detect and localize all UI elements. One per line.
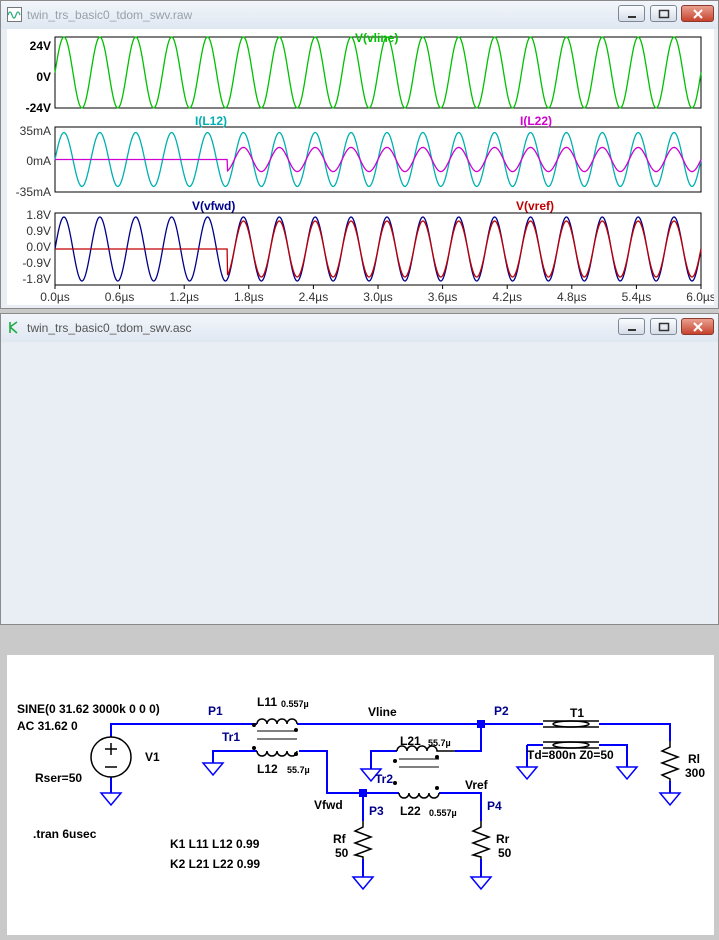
rr-label[interactable]: Rr (496, 832, 510, 846)
voltage-source-v1[interactable] (90, 736, 132, 778)
legend-il12[interactable]: I(L12) (195, 114, 227, 128)
waveform-window: twin_trs_basic0_tdom_swv.raw 24V 0V -24V… (0, 0, 719, 309)
minimize-button[interactable] (618, 318, 645, 335)
waveform-plot-area[interactable]: 24V 0V -24V 35mA 0mA -35mA 1.8V 0.9V 0.0… (7, 29, 716, 305)
waveform-icon (7, 7, 22, 22)
waveform-titlebar[interactable]: twin_trs_basic0_tdom_swv.raw (1, 1, 718, 29)
ytick-label: -1.8V (22, 272, 51, 286)
maximize-button[interactable] (650, 5, 677, 22)
l12-value[interactable]: 55.7µ (287, 765, 310, 775)
t1-label[interactable]: T1 (570, 706, 584, 720)
l21-label[interactable]: L21 (400, 734, 421, 748)
transmission-line-t1[interactable] (543, 720, 599, 749)
net-vref-label[interactable]: Vref (465, 778, 489, 792)
ytick-label: -0.9V (22, 256, 51, 270)
xtick-label: 4.2µs (492, 290, 522, 304)
inductor-coils (256, 718, 455, 799)
net-vfwd-label[interactable]: Vfwd (314, 798, 343, 812)
schematic-icon (9, 321, 18, 334)
l11-label[interactable]: L11 (257, 695, 277, 709)
port-p1-label[interactable]: P1 (208, 704, 223, 718)
trace-v-vline[interactable] (54, 36, 702, 109)
t1-params[interactable]: Td=800n Z0=50 (527, 748, 614, 762)
l22-label[interactable]: L22 (400, 804, 421, 818)
ytick-label: 0V (36, 70, 51, 84)
v1-label[interactable]: V1 (145, 750, 160, 764)
trace-v-vref[interactable] (55, 220, 702, 278)
traces (54, 36, 702, 282)
source-directive[interactable]: SINE(0 31.62 3000k 0 0 0) (17, 702, 160, 716)
xtick-label: 0.0µs (40, 290, 70, 304)
waveform-plots[interactable]: 24V 0V -24V 35mA 0mA -35mA 1.8V 0.9V 0.0… (7, 29, 716, 305)
maximize-icon (658, 322, 670, 332)
legend-vfwd[interactable]: V(vfwd) (192, 199, 235, 213)
x-axis: 0.0µs 0.6µs 1.2µs 1.8µs 2.4µs 3.0µs 3.6µs 4.2µs… (40, 285, 716, 304)
close-button[interactable] (681, 5, 714, 22)
rl-value[interactable]: 300 (685, 766, 705, 780)
xtick-label: 5.4µs (622, 290, 652, 304)
legend-il22[interactable]: I(L22) (520, 114, 552, 128)
schematic-titlebar[interactable]: twin_trs_basic0_tdom_swv.asc (1, 314, 718, 342)
schematic-canvas[interactable]: SINE(0 31.62 3000k 0 0 0) AC 31.62 0 V1 … (7, 655, 714, 935)
port-p3-label[interactable]: P3 (369, 804, 384, 818)
k2-directive[interactable]: K2 L21 L22 0.99 (170, 857, 260, 871)
tr2-label[interactable]: Tr2 (375, 772, 393, 786)
close-icon (693, 9, 703, 19)
xtick-label: 3.6µs (428, 290, 458, 304)
waveform-window-title: twin_trs_basic0_tdom_swv.raw (27, 8, 193, 22)
ytick-label: 0.9V (26, 224, 51, 238)
l11-value[interactable]: 0.557µ (281, 699, 309, 709)
legend-vline[interactable]: V(vline) (355, 31, 398, 45)
legend-vref[interactable]: V(vref) (516, 199, 554, 213)
rser-label[interactable]: Rser=50 (35, 771, 82, 785)
ytick-label: 35mA (20, 124, 51, 138)
l22-value[interactable]: 0.557µ (429, 808, 457, 818)
schematic-drawing[interactable]: SINE(0 31.62 3000k 0 0 0) AC 31.62 0 V1 … (7, 655, 714, 935)
schematic-window-title: twin_trs_basic0_tdom_swv.asc (27, 321, 192, 335)
maximize-icon (658, 9, 670, 19)
rf-label[interactable]: Rf (333, 832, 347, 846)
l12-label[interactable]: L12 (257, 762, 278, 776)
ytick-label: 1.8V (26, 208, 51, 222)
xtick-label: 1.2µs (169, 290, 199, 304)
tran-directive[interactable]: .tran 6usec (33, 827, 97, 841)
trace-i-l22[interactable] (55, 146, 702, 173)
rl-label[interactable]: Rl (688, 752, 700, 766)
xtick-label: 1.8µs (234, 290, 264, 304)
xtick-label: 2.4µs (299, 290, 329, 304)
xtick-label: 3.0µs (363, 290, 393, 304)
rf-value[interactable]: 50 (335, 846, 349, 860)
xtick-label: 4.8µs (557, 290, 587, 304)
rr-value[interactable]: 50 (498, 846, 512, 860)
ac-directive[interactable]: AC 31.62 0 (17, 719, 78, 733)
minimize-icon (628, 329, 636, 331)
port-p3-marker[interactable] (359, 789, 367, 797)
ytick-label: -24V (26, 101, 51, 115)
ytick-label: 0.0V (26, 240, 51, 254)
xtick-label: 6.0µs (686, 290, 714, 304)
ytick-label: 24V (30, 39, 51, 53)
schematic-window: twin_trs_basic0_tdom_swv.asc (0, 313, 719, 935)
port-p2-marker[interactable] (477, 720, 485, 728)
maximize-button[interactable] (650, 318, 677, 335)
minimize-icon (628, 16, 636, 18)
k1-directive[interactable]: K1 L11 L12 0.99 (170, 837, 260, 851)
minimize-button[interactable] (618, 5, 645, 22)
port-p4-label[interactable]: P4 (487, 799, 502, 813)
net-vline-label[interactable]: Vline (368, 705, 397, 719)
ytick-label: -35mA (16, 185, 51, 199)
port-p2-label[interactable]: P2 (494, 704, 509, 718)
close-icon (693, 322, 703, 332)
xtick-label: 0.6µs (105, 290, 135, 304)
close-button[interactable] (681, 318, 714, 335)
tr1-label[interactable]: Tr1 (222, 730, 240, 744)
ytick-label: 0mA (26, 154, 51, 168)
l21-value[interactable]: 55.7µ (428, 738, 451, 748)
